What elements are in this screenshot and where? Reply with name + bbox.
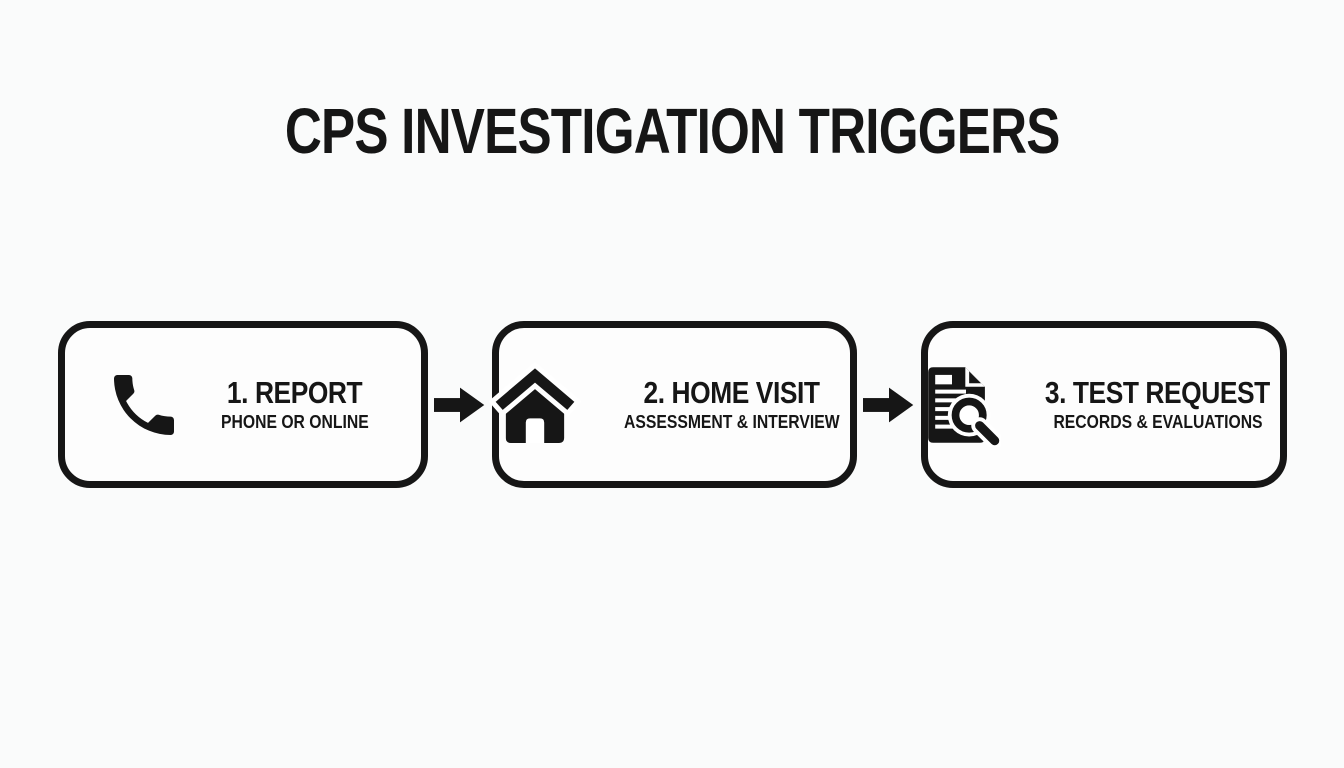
document-search-icon (917, 363, 1002, 447)
right-arrow-icon (857, 384, 921, 426)
page-title: CPS INVESTIGATION TRIGGERS (0, 95, 1344, 167)
step-title: 2. HOME VISIT (643, 375, 821, 411)
step-subtitle: RECORDS & EVALUATIONS (1052, 411, 1263, 433)
step-subtitle: PHONE OR ONLINE (220, 411, 369, 433)
step-box-test-request: 3. TEST REQUEST RECORDS & EVALUATIONS (920, 321, 1290, 488)
process-flow: 1. REPORT PHONE OR ONLINE 2. HOME VISIT … (0, 321, 1344, 488)
step-text-test-request: 3. TEST REQUEST RECORDS & EVALUATIONS (1025, 377, 1290, 432)
right-arrow-icon (428, 384, 492, 426)
phone-icon (104, 365, 184, 445)
step-subtitle: ASSESSMENT & INTERVIEW (624, 411, 840, 433)
step-box-report: 1. REPORT PHONE OR ONLINE (57, 321, 428, 488)
step-title: 3. TEST REQUEST (1045, 375, 1270, 411)
step-box-home-visit: 2. HOME VISIT ASSESSMENT & INTERVIEW (489, 321, 859, 488)
house-icon (489, 359, 582, 451)
step-title: 1. REPORT (226, 375, 363, 411)
step-text-report: 1. REPORT PHONE OR ONLINE (208, 377, 382, 432)
page-title-text: CPS INVESTIGATION TRIGGERS (284, 95, 1061, 167)
step-text-home-visit: 2. HOME VISIT ASSESSMENT & INTERVIEW (605, 377, 859, 432)
